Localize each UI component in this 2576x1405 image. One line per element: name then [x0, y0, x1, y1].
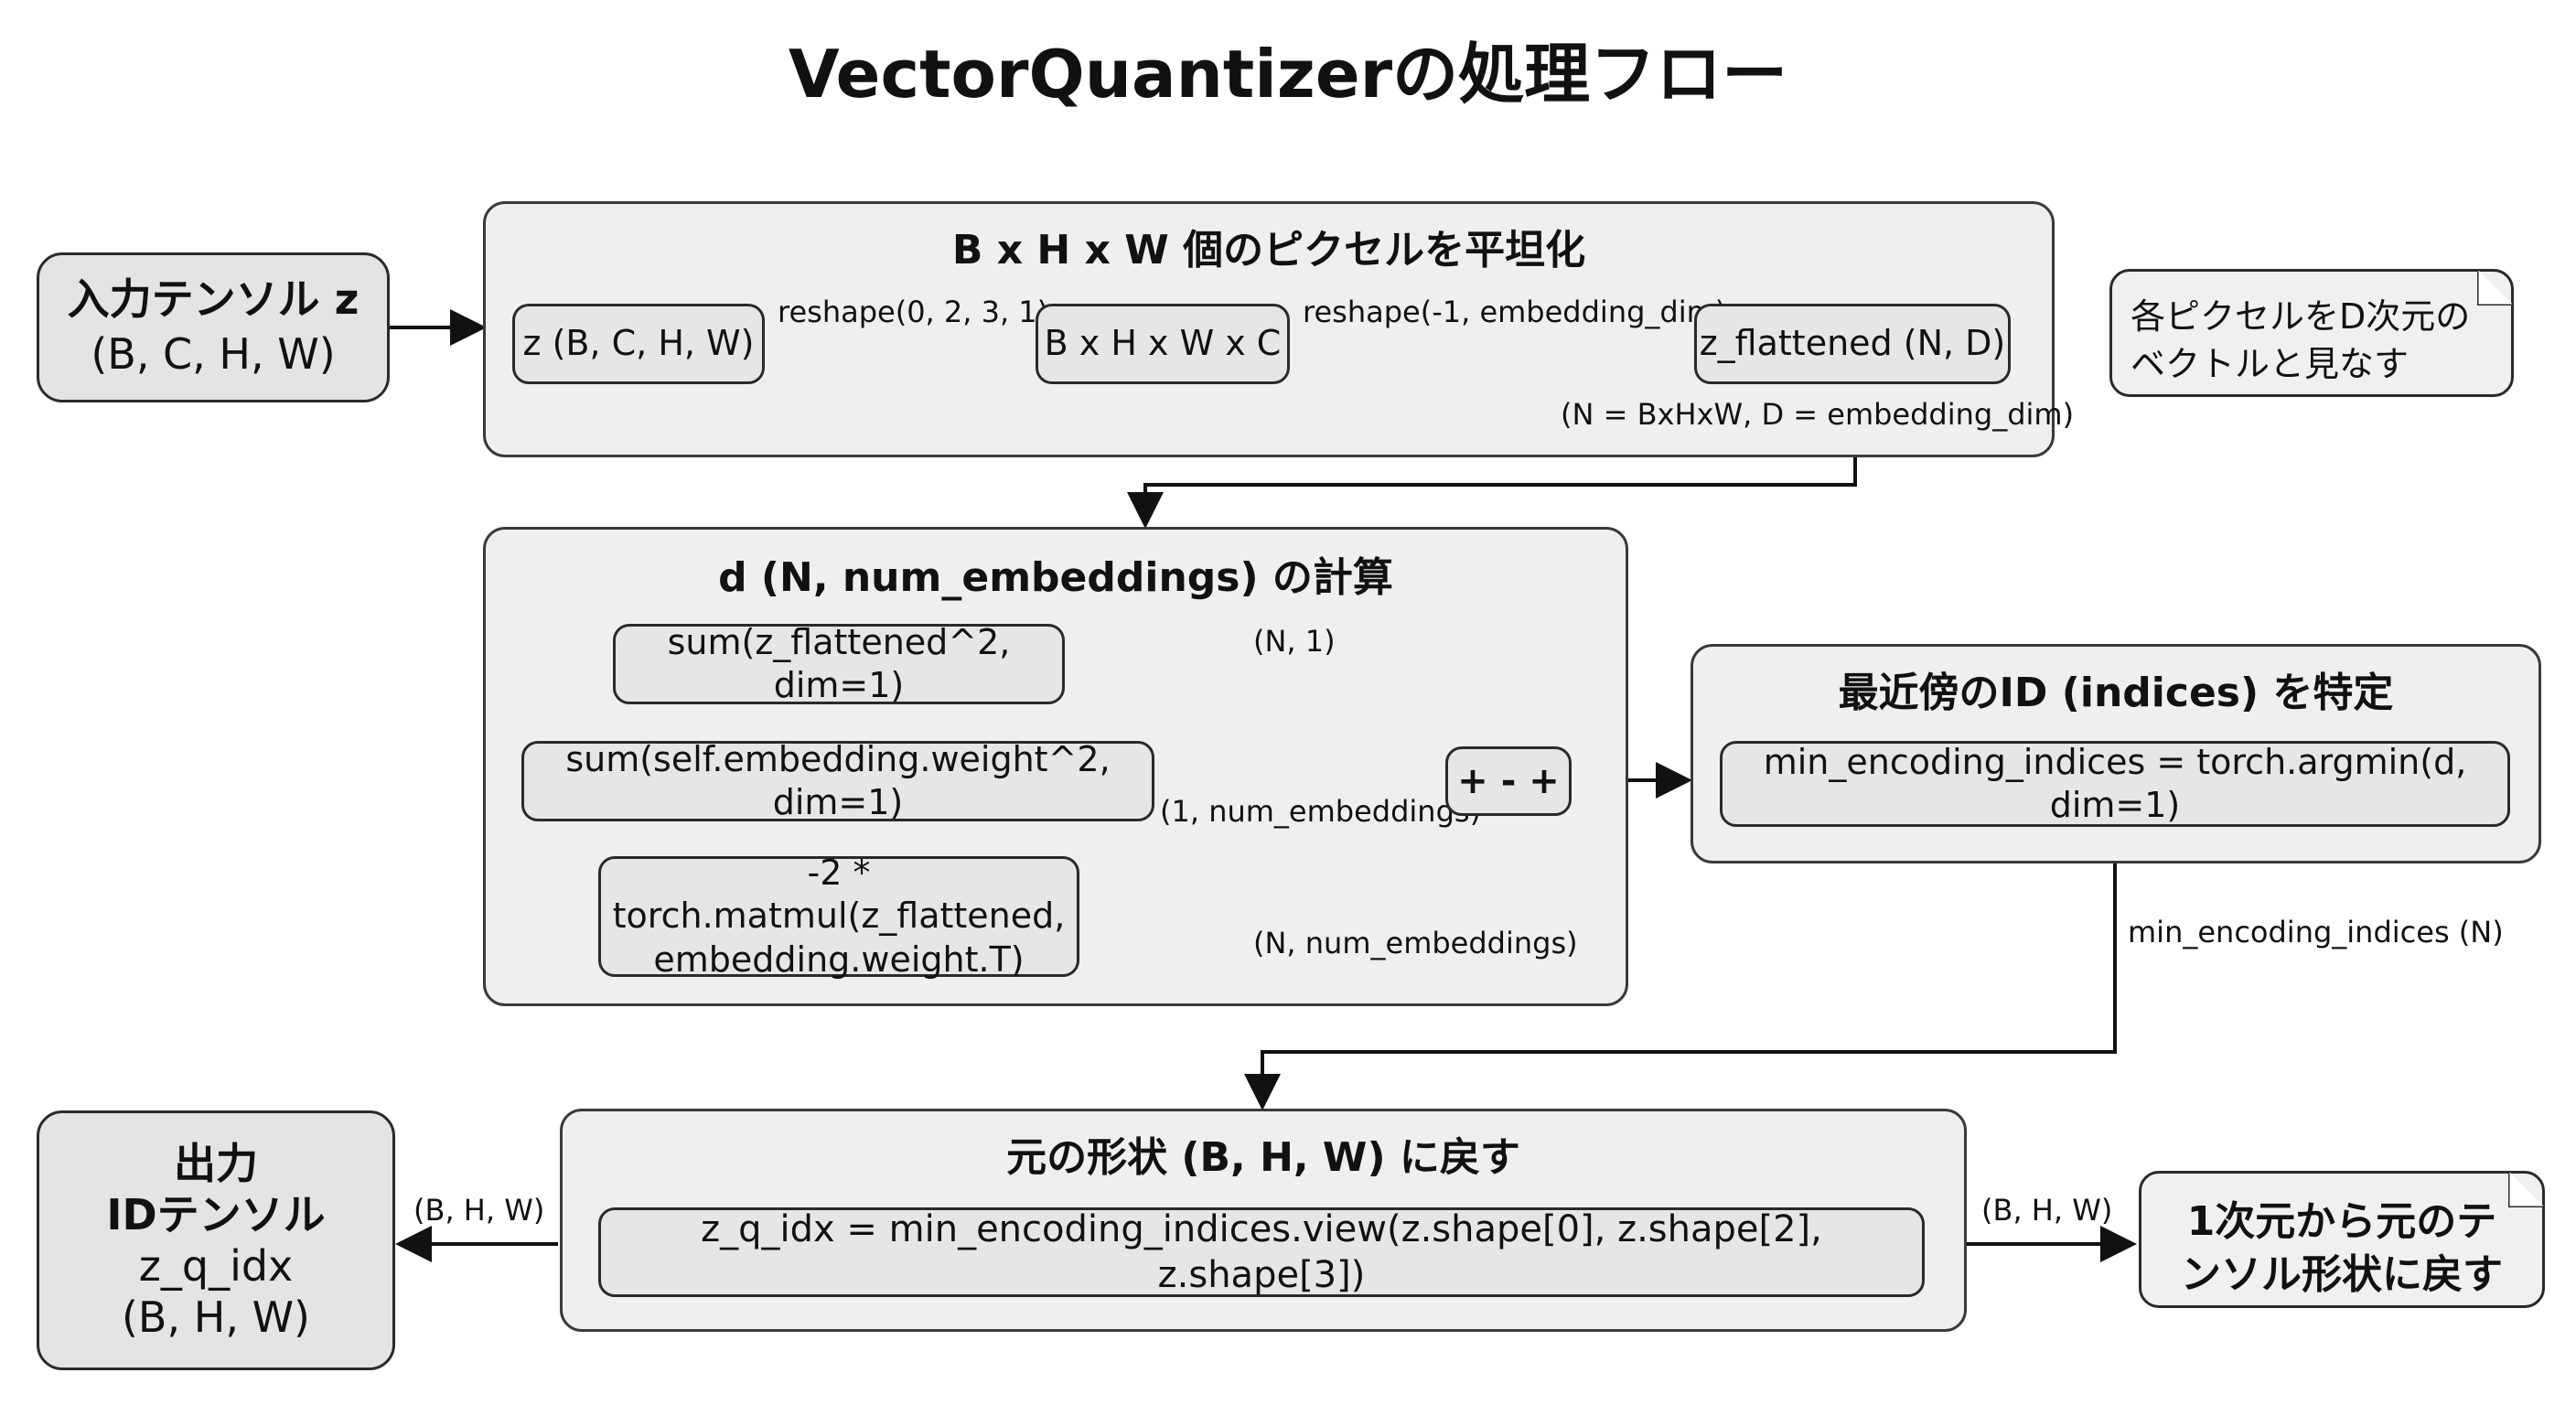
flatten-group-title: B x H x W 個のピクセルを平坦化	[951, 227, 1586, 273]
term2-node: sum(self.embedding.weight^2, dim=1)	[521, 739, 1154, 822]
note-pixel-line2: ベクトルと見なす	[2131, 344, 2410, 384]
note-pixel-line1: 各ピクセルをD次元の	[2131, 296, 2471, 337]
term3-line1: -2 * torch.matmul(z_flattened,	[612, 852, 1066, 937]
distance-group-title: d (N, num_embeddings) の計算	[718, 554, 1393, 601]
node-z-input: z (B, C, H, W)	[512, 304, 765, 384]
arrow-flatten-to-distance	[1127, 457, 1857, 529]
term3-node: -2 * torch.matmul(z_flattened, embedding…	[598, 853, 1079, 980]
term1-shape-label: (N, 1)	[1253, 624, 1336, 659]
input-tensor-node: 入力テンソル z (B, C, H, W)	[37, 252, 390, 402]
argmin-code-node: min_encoding_indices = torch.argmin(d, d…	[1720, 741, 2510, 827]
note-restore-shape: 1次元から元のテ ンソル形状に戻す	[2139, 1171, 2545, 1308]
term2-shape-label: (1, num_embeddings)	[1160, 794, 1482, 829]
output-title-line2: IDテンソル	[106, 1189, 326, 1239]
note-pixel-vector: 各ピクセルをD次元の ベクトルと見なす	[2109, 269, 2514, 397]
term1-node: sum(z_flattened^2, dim=1)	[613, 622, 1065, 705]
note-fold-icon	[2477, 269, 2514, 306]
output-shape: (B, H, W)	[121, 1292, 310, 1343]
note-restore-line2: ンソル形状に戻す	[2181, 1251, 2503, 1298]
input-tensor-shape: (B, C, H, W)	[91, 329, 336, 379]
term3-line2: embedding.weight.T)	[653, 938, 1025, 980]
operator-node: + - +	[1445, 746, 1572, 816]
flatten-footnote: (N = BxHxW, D = embedding_dim)	[1561, 397, 2075, 432]
arrow2-label: reshape(-1, embedding_dim)	[1303, 295, 1727, 329]
note-fold-icon	[2508, 1171, 2545, 1207]
arrow1-label: reshape(0, 2, 3, 1)	[778, 295, 1049, 329]
reshape-left-shape-label: (B, H, W)	[413, 1193, 545, 1228]
term3-shape-label: (N, num_embeddings)	[1253, 926, 1578, 960]
reshape-right-shape-label: (B, H, W)	[1981, 1193, 2113, 1228]
node-bhwc: B x H x W x C	[1036, 304, 1290, 384]
output-tensor-node: 出力 IDテンソル z_q_idx (B, H, W)	[37, 1110, 395, 1370]
node-z-flattened: z_flattened (N, D)	[1694, 304, 2011, 384]
reshape-code-node: z_q_idx = min_encoding_indices.view(z.sh…	[598, 1207, 1925, 1297]
arrow-argmin-to-reshape	[1244, 863, 2117, 1110]
reshape-group-title: 元の形状 (B, H, W) に戻す	[1006, 1134, 1520, 1181]
argmin-output-label: min_encoding_indices (N)	[2128, 915, 2504, 949]
input-tensor-title: 入力テンソル z	[67, 274, 360, 325]
diagram-title: VectorQuantizerの処理フロー	[788, 36, 1788, 113]
output-variable: z_q_idx	[138, 1241, 294, 1291]
output-title-line1: 出力	[174, 1138, 258, 1188]
note-restore-line1: 1次元から元のテ	[2186, 1198, 2497, 1245]
argmin-group-title: 最近傍のID (indices) を特定	[1838, 670, 2394, 716]
